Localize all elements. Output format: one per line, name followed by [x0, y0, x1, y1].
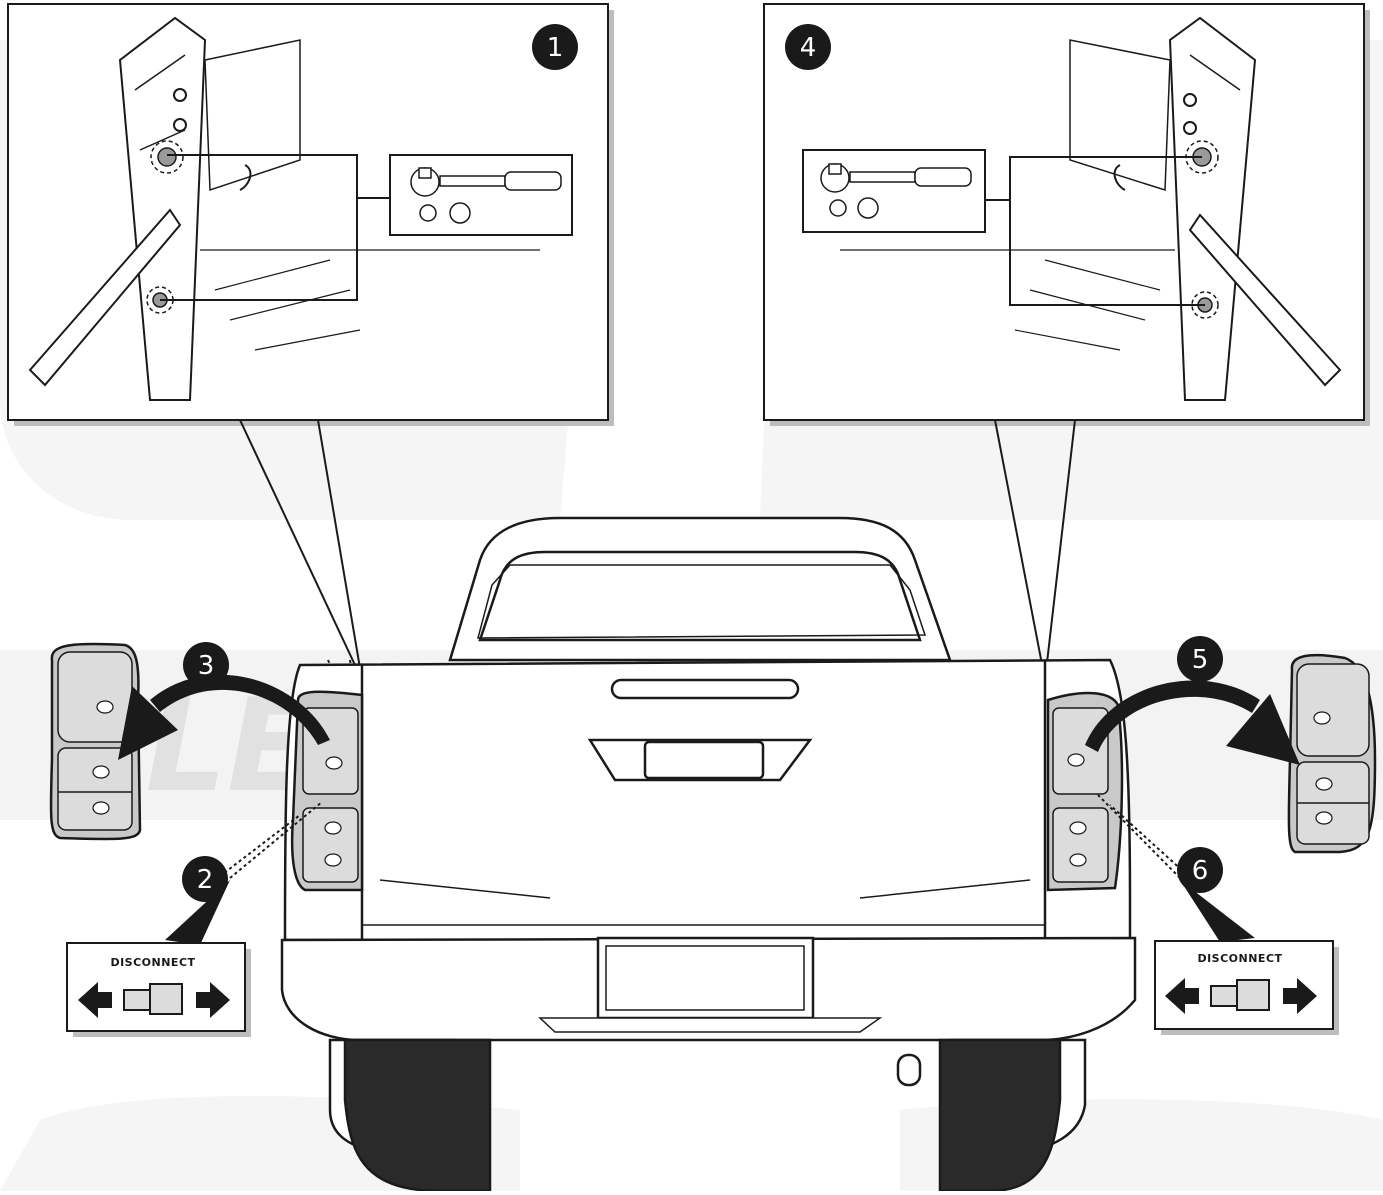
step-number-2: 2: [197, 865, 214, 895]
detail-box-left: [7, 3, 614, 426]
step-badge-4: 4: [785, 24, 831, 70]
step-badge-5: 5: [1177, 636, 1223, 682]
disconnect-box-left: DISCONNECT: [66, 942, 251, 1037]
step-number-4: 4: [800, 33, 817, 63]
step-number-6: 6: [1192, 856, 1209, 886]
step-number-5: 5: [1192, 645, 1209, 675]
step-badge-2: 2: [182, 856, 228, 902]
truck: [280, 516, 1137, 1193]
callout-lines: [239, 419, 1076, 681]
disconnect-box-right: DISCONNECT: [1154, 940, 1339, 1035]
arrow-remove-right: [1085, 680, 1300, 765]
step-number-3: 3: [198, 651, 215, 681]
disconnect-label-left: DISCONNECT: [110, 956, 195, 969]
step-badge-3: 3: [183, 642, 229, 688]
detail-box-right: [763, 3, 1370, 426]
arrow-remove-left: [118, 674, 330, 760]
disconnect-label-right: DISCONNECT: [1197, 952, 1282, 965]
step-badge-6: 6: [1177, 847, 1223, 893]
step-badge-1: 1: [532, 24, 578, 70]
step-number-1: 1: [547, 33, 564, 63]
tail-lamp-left-removed: [49, 642, 142, 841]
tail-lamp-right-installed: [1046, 691, 1124, 892]
tail-lamp-right-removed: [1287, 653, 1377, 854]
